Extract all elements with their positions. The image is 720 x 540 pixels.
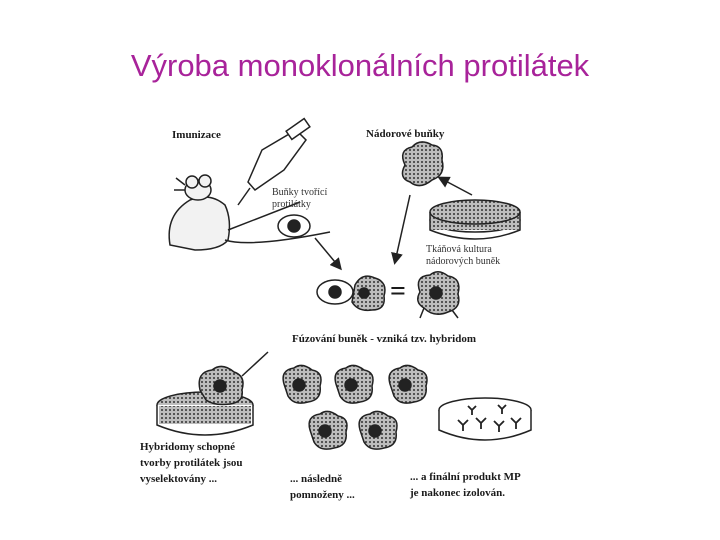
label-multiplied-line2: pomnoženy ... (290, 489, 355, 501)
label-final-line1: ... a finální produkt MP (410, 471, 521, 483)
mouse-icon (168, 174, 331, 251)
hybridoma-clone-icon (388, 364, 428, 404)
hybridoma-cell-icon (417, 271, 460, 319)
arrows (314, 176, 473, 271)
antibody-producing-cell-icon (277, 214, 311, 238)
label-final-line2: je nakonec izolován. (409, 487, 505, 499)
label-fusion: Fúzování buněk - vzniká tzv. hybridom (292, 333, 476, 345)
antibody-dish-icon (438, 397, 532, 441)
label-hybridoma-line2: tvorby protilátek jsou (140, 457, 242, 469)
label-tissue-culture-line2: nádorových buněk (426, 256, 500, 267)
multiplied-hybridomas (282, 364, 428, 450)
equals-sign: = (390, 276, 406, 307)
syringe-icon (237, 117, 311, 206)
slide-title: Výroba monoklonálních protilátek (130, 48, 590, 83)
label-immunization: Imunizace (172, 129, 221, 141)
label-tissue-culture-line1: Tkáňová kultura (426, 244, 492, 255)
label-multiplied-line1: ... následně (290, 473, 342, 485)
hybridoma-clone-icon (334, 364, 374, 404)
label-antibody-cells-line1: Buňky tvořící (272, 187, 327, 198)
hybridoma-culture-dish-icon (156, 351, 269, 436)
hybridoma-clone-icon (282, 364, 322, 404)
label-antibody-cells-line2: protilátky (272, 199, 311, 210)
hybridoma-clone-icon (358, 410, 398, 450)
label-hybridoma-line3: vyselektovány ... (140, 473, 217, 485)
label-hybridoma-line1: Hybridomy schopné (140, 441, 235, 453)
tissue-culture-dish-icon (429, 199, 521, 240)
label-tumor-cells: Nádorové buňky (366, 128, 445, 140)
hybridoma-clone-icon (308, 410, 348, 450)
tumor-cell-icon (401, 141, 444, 187)
fusing-cells-icon (316, 275, 386, 312)
